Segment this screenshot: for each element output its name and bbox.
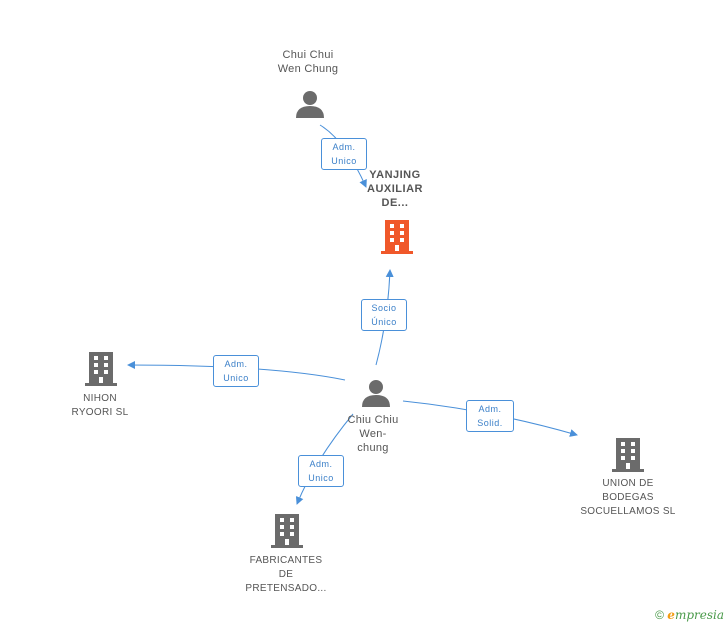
edge-label-chui-to-yanjing[interactable]: Adm. Unico: [321, 138, 367, 170]
edge-label-line: Adm.: [332, 142, 356, 152]
node-label-line: BODEGAS: [602, 492, 654, 503]
node-label-line: PRETENSADO...: [245, 583, 327, 594]
node-label-line: DE...: [381, 197, 409, 209]
node-label-line: SOCUELLAMOS SL: [580, 506, 676, 517]
node-label-line: UNION DE: [602, 478, 654, 489]
edge-label-chiu-to-yanjing[interactable]: Socio Único: [361, 299, 407, 331]
edge-label-line: Solid.: [477, 418, 503, 428]
copyright-brand[interactable]: © empresia: [655, 608, 724, 622]
node-label-line: Chui Chui: [282, 49, 334, 61]
node-label-line: YANJING: [369, 169, 421, 181]
copyright-icon: ©: [655, 608, 664, 622]
node-label-chui-chui[interactable]: Chui Chui Wen Chung: [258, 48, 358, 76]
node-label-line: Wen-: [359, 428, 387, 440]
person-icon[interactable]: [361, 378, 391, 408]
edge-label-chiu-to-fabricantes[interactable]: Adm. Unico: [298, 455, 344, 487]
edge-label-line: Unico: [331, 156, 357, 166]
edge-label-line: Adm.: [309, 459, 333, 469]
brand-logo: empresia: [667, 608, 724, 622]
node-label-line: RYOORI SL: [71, 407, 129, 418]
node-label-line: chung: [357, 442, 389, 454]
edge-label-line: Único: [371, 317, 397, 327]
building-icon[interactable]: [381, 220, 413, 254]
node-label-line: NIHON: [83, 393, 117, 404]
node-label-line: FABRICANTES: [249, 555, 323, 566]
building-icon[interactable]: [612, 438, 644, 472]
building-icon[interactable]: [85, 352, 117, 386]
node-label-line: Chiu Chiu: [347, 414, 399, 426]
node-label-nihon[interactable]: NIHON RYOORI SL: [55, 392, 145, 420]
edge-label-chiu-to-nihon[interactable]: Adm. Unico: [213, 355, 259, 387]
node-label-union[interactable]: UNION DE BODEGAS SOCUELLAMOS SL: [566, 477, 690, 519]
building-icon[interactable]: [271, 514, 303, 548]
node-label-yanjing[interactable]: YANJING AUXILIAR DE...: [350, 168, 440, 210]
brand-logo-e: e: [667, 608, 675, 622]
person-icon[interactable]: [295, 89, 325, 119]
node-label-line: Wen Chung: [277, 63, 339, 75]
node-label-chiu-chiu[interactable]: Chiu Chiu Wen- chung: [328, 413, 418, 455]
edge-label-chiu-to-union[interactable]: Adm. Solid.: [466, 400, 514, 432]
edge-label-line: Unico: [223, 373, 249, 383]
node-label-line: DE: [278, 569, 294, 580]
edge-label-line: Adm.: [478, 404, 502, 414]
edge-label-line: Socio: [371, 303, 397, 313]
edge-label-line: Adm.: [224, 359, 248, 369]
brand-logo-rest: mpresia: [674, 608, 724, 622]
node-label-line: AUXILIAR: [367, 183, 423, 195]
edge-label-line: Unico: [308, 473, 334, 483]
node-label-fabricantes[interactable]: FABRICANTES DE PRETENSADO...: [236, 554, 336, 596]
